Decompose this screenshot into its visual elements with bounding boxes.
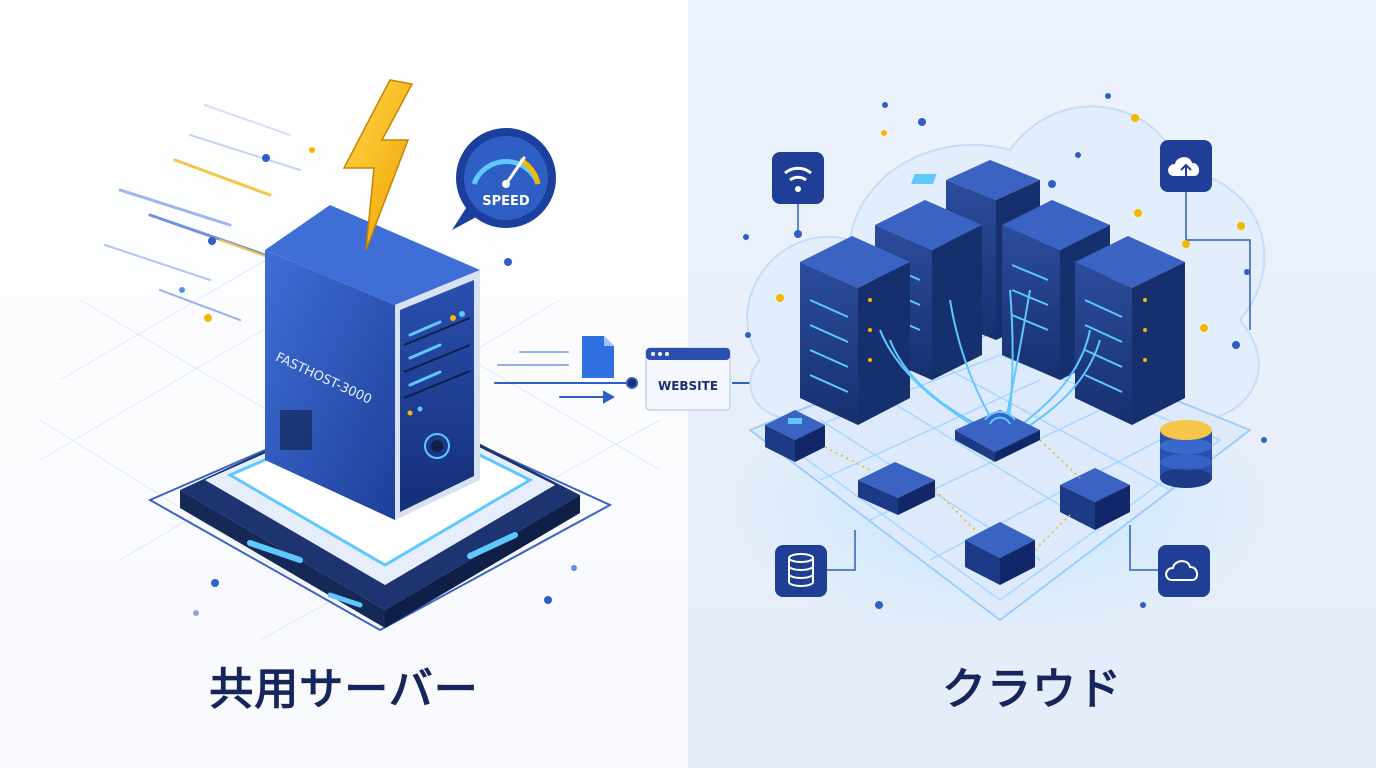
storage-cylinder [1160,420,1212,488]
server-racks [800,160,1185,425]
node-links [824,439,1081,551]
right-dots [743,93,1267,609]
wifi-icon [772,152,824,204]
speed-streaks [104,104,301,321]
transfer-arrows [494,351,638,404]
rack-front-right [1075,236,1185,425]
lightning-icon [342,79,414,251]
website-card [645,347,731,411]
speedometer-icon [452,128,556,230]
cloud-caption: クラウド [942,664,1122,715]
shared-server-caption: 共用サーバー [209,664,479,715]
left-dots [179,147,577,616]
database-icon [775,545,827,597]
file-icon [582,336,614,378]
cloud-upload-icon [1160,140,1212,192]
speed-badge-text: SPEED [482,194,530,209]
cloud-icon [1158,545,1210,597]
router [955,410,1040,462]
website-label: WEBSITE [658,379,718,393]
network-nodes [765,410,1130,585]
server-tower [265,205,480,520]
rack-front-left [800,236,910,425]
